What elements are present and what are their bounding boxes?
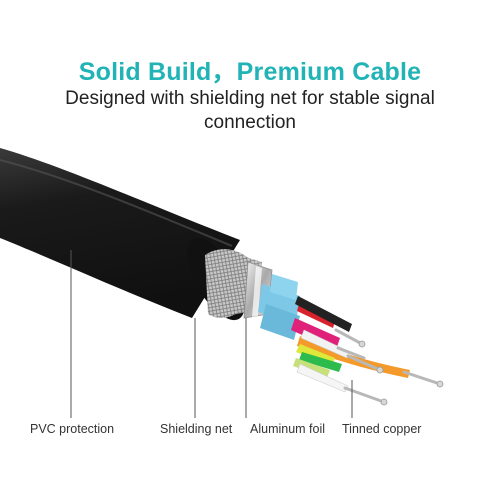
subheadline: Designed with shielding net for stable s…: [65, 88, 435, 133]
label-shielding-net: Shielding net: [160, 422, 233, 436]
label-aluminum-foil: Aluminum foil: [250, 422, 326, 436]
wire-bundle: [258, 274, 444, 406]
leader-lines: [70, 250, 353, 418]
headline: Solid Build，Premium Cable: [78, 58, 422, 86]
label-tinned-copper: Tinned copper: [342, 422, 422, 436]
label-pvc-protection: PVC protection: [30, 422, 115, 436]
